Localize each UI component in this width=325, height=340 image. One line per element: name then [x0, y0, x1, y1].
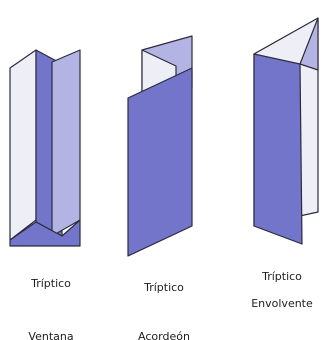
triptych-accordion-figure: [127, 35, 193, 257]
ventana-caption-line1: Tríptico: [30, 277, 71, 290]
envolvente-caption-line1: Tríptico: [261, 270, 302, 283]
wrap-inner-fold-panel: [299, 17, 319, 71]
window-left-panel: [9, 49, 37, 241]
window-right-panel: [51, 49, 81, 237]
triptych-window-figure: [9, 49, 81, 247]
ventana-caption-line2: Ventana: [28, 330, 73, 340]
triptych-wrap-figure: [253, 17, 319, 245]
wrap-front-panel: [253, 53, 303, 245]
window-bottom-base: [9, 219, 81, 247]
envolvente-caption-line2: Envolvente: [251, 297, 313, 310]
acordeon-caption-line1: Tríptico: [143, 281, 184, 294]
accordion-front-panel: [127, 67, 193, 257]
acordeon-caption-line2: Acordeón: [138, 330, 190, 340]
